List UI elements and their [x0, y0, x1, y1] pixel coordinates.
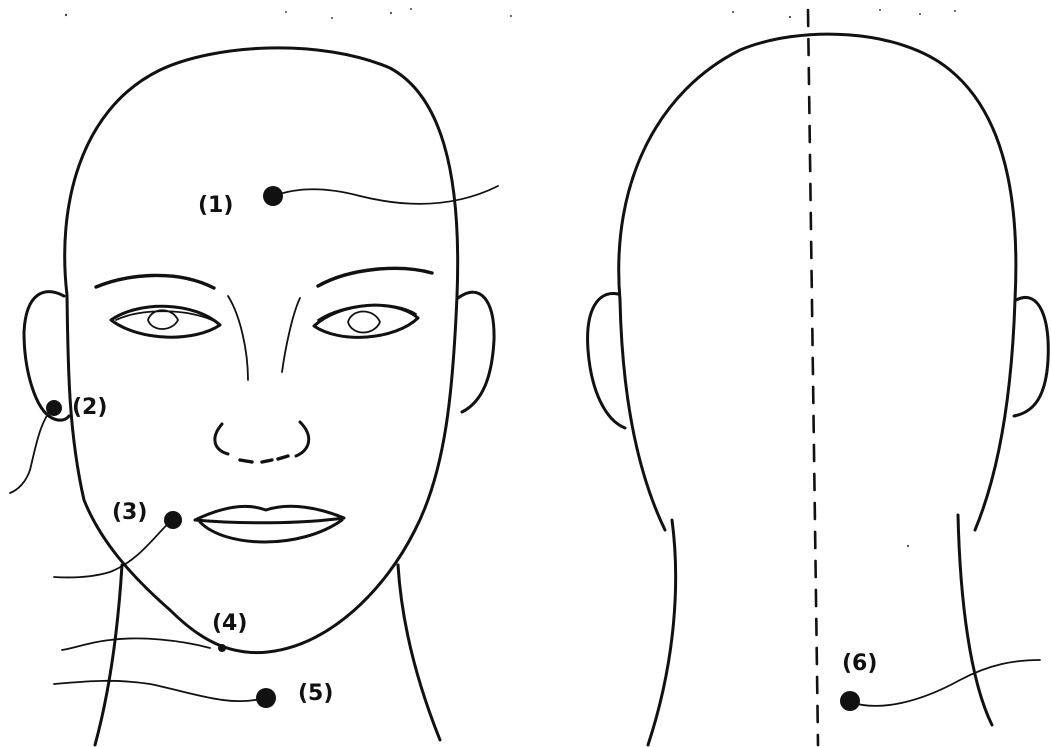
lead-wire-4 — [62, 638, 210, 650]
marker-label-4: (4) — [212, 611, 247, 636]
marker-label-2: (2) — [72, 395, 107, 420]
back-midline — [808, 10, 818, 745]
front-right-eyebrow — [318, 268, 432, 286]
electrode-5-dot — [256, 688, 276, 708]
scan-specks — [65, 8, 956, 547]
front-neck-right — [398, 565, 440, 740]
marker-label-3: (3) — [112, 500, 147, 525]
back-head-outline — [619, 34, 1016, 530]
lead-wire-1 — [274, 186, 498, 204]
front-upper-lip — [195, 506, 344, 522]
front-neck-left — [95, 565, 122, 745]
back-head-outline-lower-left — [620, 300, 665, 530]
lead-wire-5 — [54, 681, 264, 701]
front-nose-bridge-left — [228, 296, 248, 380]
lead-wires — [10, 186, 1040, 706]
electrode-3-dot — [164, 511, 182, 529]
electrodes — [46, 186, 860, 711]
electrode-2-dot — [46, 400, 62, 416]
electrode-6-dot — [840, 691, 860, 711]
marker-label-5: (5) — [298, 681, 333, 706]
back-view-head — [588, 10, 1049, 745]
marker-label-6: (6) — [842, 651, 877, 676]
back-right-ear — [1014, 297, 1048, 416]
front-left-eyebrow — [96, 275, 214, 288]
lead-wire-6 — [850, 660, 1040, 706]
electrode-1-dot — [263, 186, 283, 206]
front-nose-base — [240, 456, 288, 462]
front-nose-left — [215, 424, 228, 454]
front-face-outline — [65, 48, 458, 653]
lead-wire-2 — [10, 408, 53, 493]
marker-label-1: (1) — [198, 193, 233, 218]
electrode-4-dot — [218, 644, 226, 652]
back-neck-right — [958, 515, 992, 725]
front-nose-bridge-right — [282, 298, 300, 372]
front-nose-right — [296, 422, 309, 456]
back-neck-left — [648, 520, 676, 745]
front-right-ear — [458, 292, 494, 412]
front-left-ear — [24, 292, 69, 420]
